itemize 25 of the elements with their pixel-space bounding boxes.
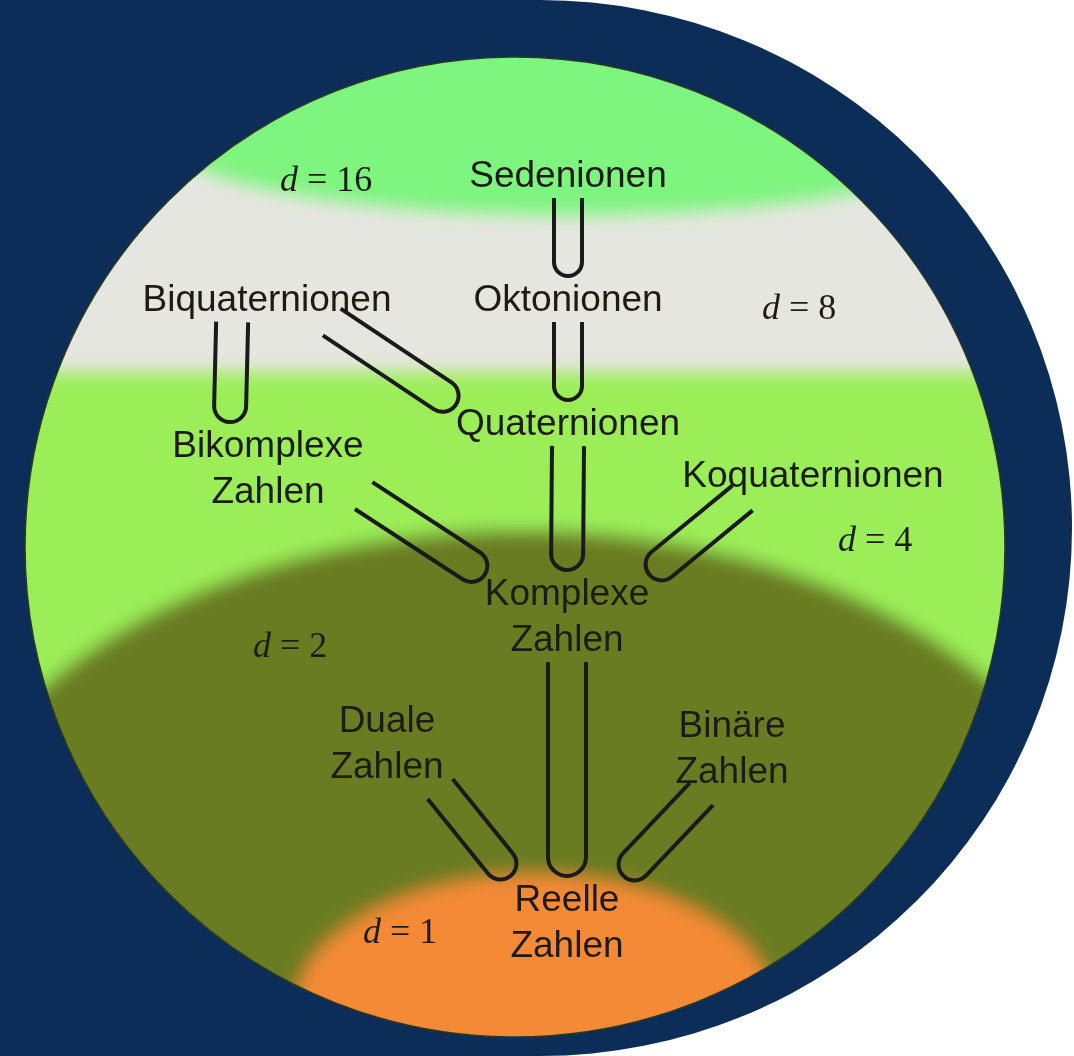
number-system-name: Bikomplexe Zahlen bbox=[172, 423, 364, 513]
number-system-name: Komplexe Zahlen bbox=[484, 571, 650, 661]
subset-symbol bbox=[352, 480, 490, 584]
subset-symbol bbox=[643, 483, 755, 583]
dimension-value-label: d = 2 bbox=[253, 624, 328, 666]
number-system-name: Duale Zahlen bbox=[330, 698, 444, 788]
dimension-value-label: d = 4 bbox=[838, 518, 913, 560]
subset-symbol bbox=[552, 320, 584, 402]
number-system-name: Quaternionen bbox=[455, 401, 681, 445]
subset-symbol bbox=[552, 196, 584, 278]
subset-symbol bbox=[320, 306, 461, 414]
dimension-value-label: d = 8 bbox=[762, 286, 837, 328]
number-system-name: Reelle Zahlen bbox=[510, 877, 624, 967]
subset-symbol bbox=[549, 443, 586, 572]
subset-symbol bbox=[425, 776, 519, 882]
dimension-value-label: d = 16 bbox=[280, 158, 373, 200]
number-system-name: Binäre Zahlen bbox=[675, 703, 789, 793]
number-system-name: Sedenionen bbox=[469, 153, 667, 197]
dimension-value-label: d = 1 bbox=[363, 910, 438, 952]
number-system-name: Biquaternionen bbox=[142, 277, 392, 321]
number-system-name: Oktonionen bbox=[473, 277, 663, 321]
subset-symbol bbox=[616, 781, 716, 883]
subset-symbol bbox=[212, 319, 251, 424]
number-system-name: Koquaternionen bbox=[682, 453, 944, 497]
subset-symbol bbox=[546, 660, 588, 878]
